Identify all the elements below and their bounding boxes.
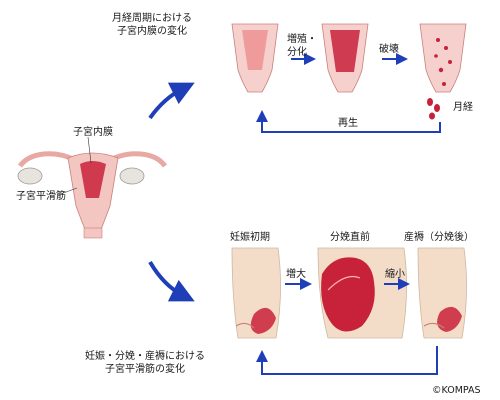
proliferation-line-2: 分化 <box>287 47 307 58</box>
shrink-label: 縮小 <box>385 269 405 280</box>
breakdown-label: 破壊 <box>379 44 399 55</box>
menstrual-stage-1 <box>231 23 279 93</box>
arrow-return <box>256 346 438 375</box>
pregnancy-title-line-1: 妊娠・分娩・産褥における <box>85 351 205 362</box>
menstrual-blood-drops <box>427 98 440 120</box>
uterus-anatomy-illustration <box>17 136 168 239</box>
pregnancy-stage-early <box>231 247 281 339</box>
proliferation-label: 増殖・ 分化 <box>287 33 317 59</box>
arrow-to-menstrual <box>148 82 195 120</box>
regeneration-label: 再生 <box>338 118 358 129</box>
menstruation-label: 月経 <box>453 102 473 113</box>
menstrual-title-line-2: 子宮内膜の変化 <box>117 26 187 37</box>
credit-label: ©KOMPAS <box>432 385 481 396</box>
pre-delivery-label: 分娩直前 <box>330 232 370 243</box>
proliferation-line-1: 増殖・ <box>287 34 317 45</box>
arrow-regeneration <box>256 110 441 133</box>
enlarge-label: 増大 <box>286 269 306 280</box>
postpartum-label: 産褥（分娩後） <box>404 232 474 243</box>
early-label: 妊娠初期 <box>230 232 270 243</box>
smooth-muscle-label: 子宮平滑筋 <box>16 191 66 202</box>
pregnancy-title: 妊娠・分娩・産褥における 子宮平滑筋の変化 <box>85 350 205 376</box>
menstrual-stage-3 <box>419 23 467 93</box>
pregnancy-stage-postpartum <box>417 247 467 339</box>
menstrual-stage-2 <box>321 23 369 93</box>
pregnancy-title-line-2: 子宮平滑筋の変化 <box>105 364 185 375</box>
menstrual-title-line-1: 月経周期における <box>112 13 192 24</box>
endometrium-label: 子宮内膜 <box>73 127 113 138</box>
menstrual-title: 月経周期における 子宮内膜の変化 <box>112 12 192 38</box>
arrow-to-pregnancy <box>148 260 195 302</box>
pregnancy-stage-pre-delivery <box>317 247 407 339</box>
